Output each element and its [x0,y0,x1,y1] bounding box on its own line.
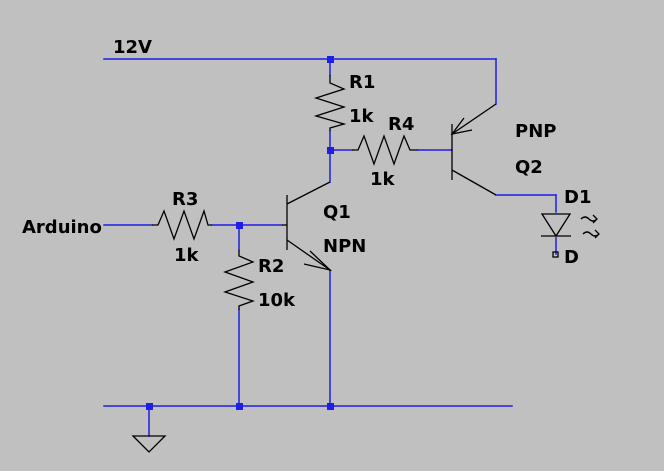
r4-ref: R4 [388,114,414,135]
q1-type: NPN [323,236,366,257]
d1-triangle [540,213,572,238]
resistor-r3[interactable] [152,208,212,241]
q1-ref: Q1 [323,202,351,223]
net-label-arduino: Arduino [22,217,102,238]
junction-dot [236,222,243,229]
resistor-r2[interactable] [222,250,256,310]
r1-ref: R1 [349,72,375,93]
labels: 12V Arduino R1 1k R4 1k R3 1k R2 10k Q1 … [22,37,591,311]
r2-ref: R2 [258,256,284,277]
light-emission-icon [580,214,600,239]
q2-emitter-lead [451,103,497,135]
d1-pin-marker [552,251,559,258]
junctions [146,56,334,410]
resistor-r1-symbol [313,75,347,131]
q1-emitter-arrow [303,250,333,272]
resistor-r4[interactable] [352,134,418,166]
transistor-q1-npn[interactable] [282,181,333,272]
r3-ref: R3 [172,189,198,210]
q1-collector-lead [286,181,331,205]
junction-dot [327,147,334,154]
junction-dot [146,403,153,410]
junction-dot [236,403,243,410]
r4-value: 1k [370,169,396,190]
junction-dot [327,56,334,63]
resistor-r1[interactable] [313,75,347,131]
r3-value: 1k [174,245,200,266]
resistor-r2-symbol [222,250,256,310]
ground-icon [131,435,167,453]
q2-type: PNP [515,121,556,142]
q2-ref: Q2 [515,157,543,178]
junction-dot [327,403,334,410]
resistor-r4-symbol [352,134,418,166]
ground-triangle [131,435,167,453]
net-label-12v: 12V [113,37,152,58]
led-d1[interactable] [540,213,600,258]
d1-model: D [564,247,579,268]
d1-ref: D1 [564,187,591,208]
r1-value: 1k [349,106,375,127]
q2-collector-lead [451,169,497,196]
q1-emitter-lead [286,239,331,271]
r2-value: 10k [258,290,296,311]
transistor-q2-pnp[interactable] [450,103,497,196]
q2-emitter-arrow [450,117,473,135]
resistor-r3-symbol [152,208,212,241]
